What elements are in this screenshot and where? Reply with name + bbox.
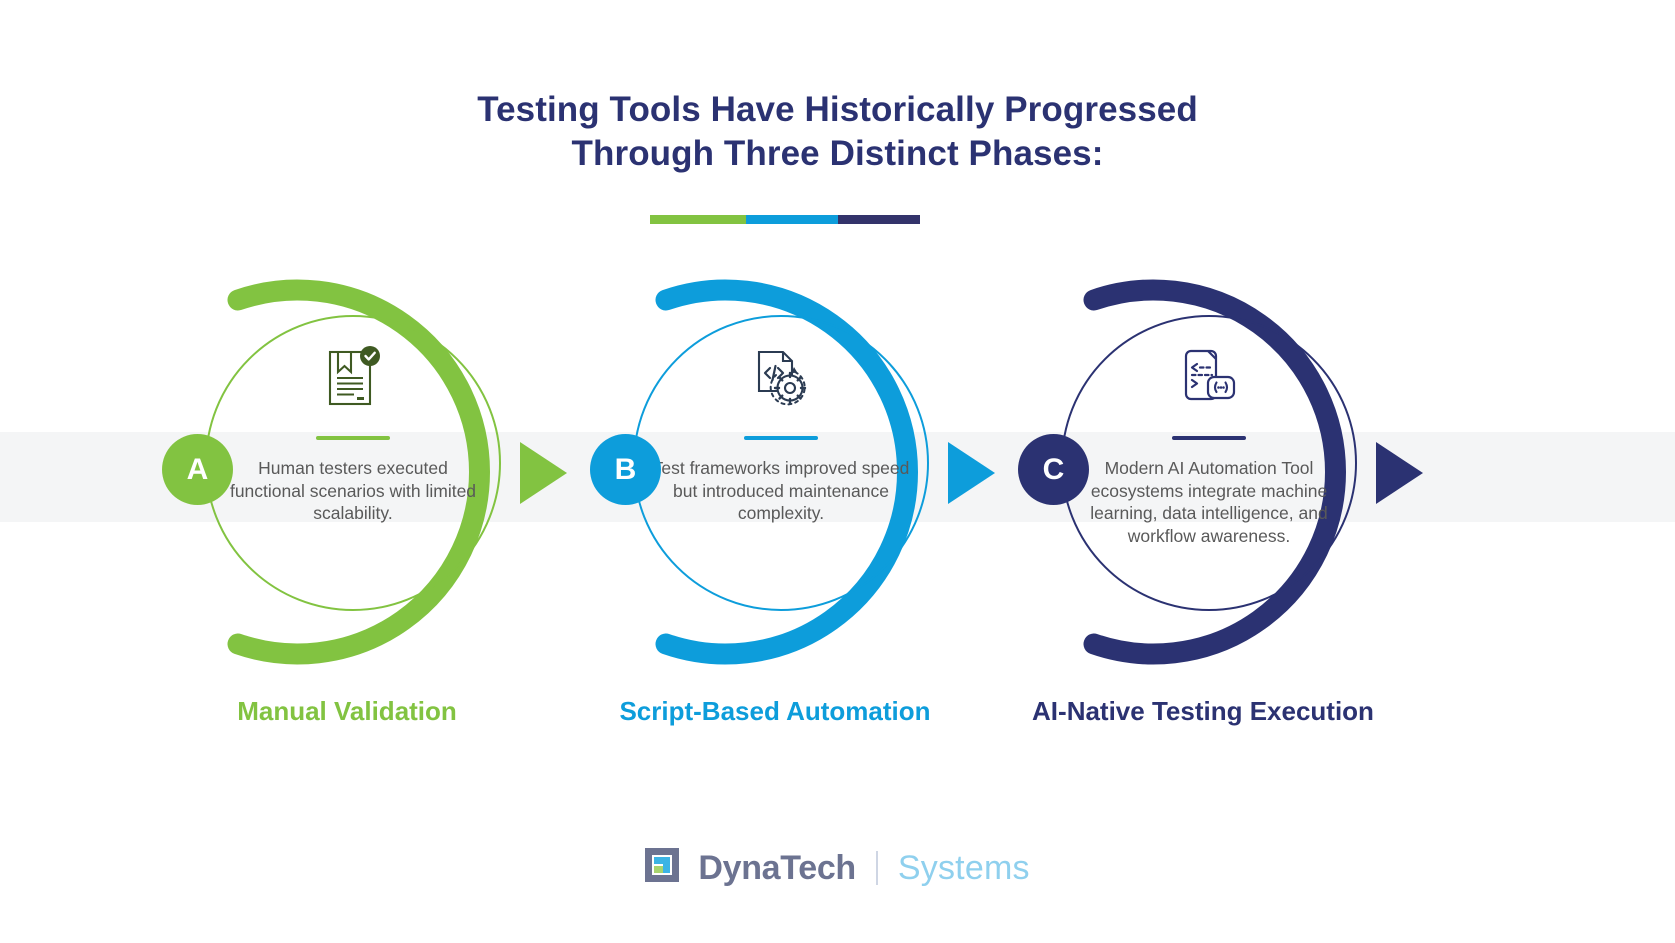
document-check-icon: [315, 340, 391, 416]
mobile-code-icon: [1171, 340, 1247, 416]
phase-badge-a[interactable]: A: [162, 434, 233, 505]
phase-mini-rule-b: [744, 436, 818, 440]
phase-description-c: Modern AI Automation Tool ecosystems int…: [1090, 458, 1328, 546]
phase-item-c[interactable]: Modern AI Automation Tool ecosystems int…: [968, 272, 1438, 742]
dynatech-logo-mark: [645, 848, 680, 882]
phase-description-b: Test frameworks improved speed but intro…: [652, 458, 910, 523]
title-line-2: Through Three Distinct Phases:: [571, 134, 1104, 173]
phase-mini-rule-c: [1172, 436, 1246, 440]
phase-label-c: AI-Native Testing Execution: [1032, 696, 1374, 726]
title-line-1: Testing Tools Have Historically Progress…: [477, 90, 1198, 129]
code-gear-icon: [743, 340, 819, 416]
phase-list: Human testers executed functional scenar…: [0, 272, 1675, 742]
divider-segment-green: [650, 215, 746, 224]
phase-item-b[interactable]: Test frameworks improved speed but intro…: [540, 272, 1010, 742]
phase-description-a: Human testers executed functional scenar…: [229, 458, 477, 523]
brand-logo[interactable]: DynaTech Systems: [0, 848, 1675, 888]
logo-name: DynaTech: [698, 848, 856, 887]
phase-content-b: Test frameworks improved speed but intro…: [640, 340, 922, 600]
phase-badge-b[interactable]: B: [590, 434, 661, 505]
phase-badge-c[interactable]: C: [1018, 434, 1089, 505]
phase-label-a: Manual Validation: [237, 696, 457, 726]
divider-segment-blue: [746, 215, 838, 224]
phase-content-a: Human testers executed functional scenar…: [212, 340, 494, 600]
title-divider-rule: [650, 215, 920, 224]
phase-content-c: Modern AI Automation Tool ecosystems int…: [1068, 340, 1350, 600]
logo-subname: Systems: [897, 848, 1030, 887]
divider-segment-navy: [838, 215, 920, 224]
logo-divider: [875, 851, 878, 885]
phase-mini-rule-a: [316, 436, 390, 440]
page-title: Testing Tools Have Historically Progress…: [0, 88, 1675, 176]
phase-label-b: Script-Based Automation: [619, 696, 931, 726]
phase-item-a[interactable]: Human testers executed functional scenar…: [112, 272, 582, 742]
